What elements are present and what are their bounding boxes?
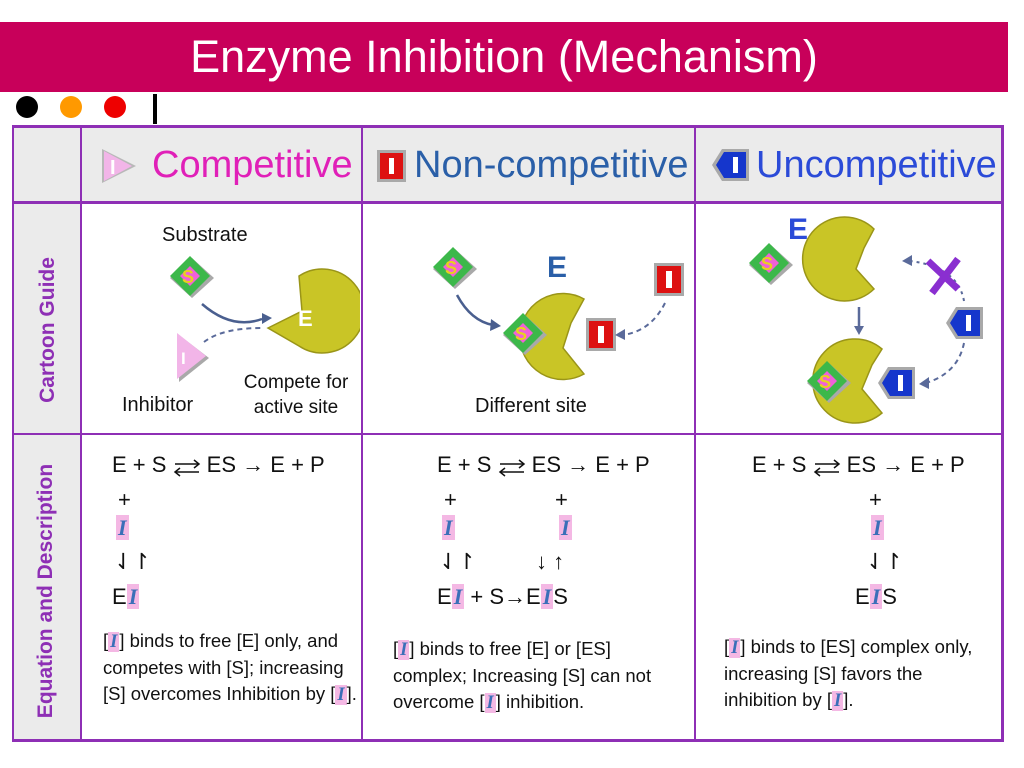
row-label-equation: Equation and Description [34, 463, 57, 719]
header-uncompetitive: Uncompetitive [756, 144, 997, 186]
row-label-cartoon: Cartoon Guide [36, 257, 59, 403]
inhibitor-shape [177, 333, 206, 379]
column-header-shade [81, 127, 1002, 201]
grid-line [12, 201, 1003, 204]
noncompetitive-inhibitor-symbol: I [442, 515, 455, 540]
competitive-ei-complex: EI [112, 584, 140, 609]
svg-text:S: S [182, 267, 194, 287]
grid-line [12, 739, 1003, 742]
svg-text:S: S [819, 372, 831, 392]
compete-label: Compete for active site [243, 372, 349, 418]
svg-text:S: S [515, 324, 527, 344]
competitive-binding-arrows: ⇃↾ [114, 549, 151, 574]
uncompetitive-description: [I] binds to [ES] complex only, increasi… [724, 636, 973, 711]
equilibrium-icon [498, 456, 526, 477]
grid-line [12, 433, 1003, 435]
inhibitor-label: Inhibitor [122, 394, 194, 416]
uncompetitive-binding-arrows: ⇃↾ [866, 549, 903, 574]
svg-text:I: I [181, 349, 186, 368]
substrate-label: Substrate [162, 224, 248, 246]
uncompetitive-complex: EIS [855, 584, 897, 609]
grid-line [12, 125, 14, 742]
noncompetitive-plus: + [444, 487, 457, 512]
noncompetitive-plus-es: + [555, 487, 568, 512]
grid-line [12, 125, 1003, 128]
grid-line [80, 125, 82, 742]
different-site-label: Different site [475, 395, 587, 417]
noncompetitive-equation: E + S ES → E + P [437, 452, 650, 477]
uncompetitive-cartoon: E S S [749, 213, 983, 424]
grid-line [1001, 125, 1004, 742]
competitive-plus: + [118, 487, 131, 512]
grid-line [694, 125, 696, 742]
equilibrium-icon [813, 456, 841, 477]
noncompetitive-cartoon: S E S [433, 247, 684, 381]
noncompetitive-description: [I] binds to free [E] or [ES] complex; I… [393, 638, 652, 713]
uncompetitive-inhibitor-icon [712, 149, 749, 181]
noncompetitive-complex: EI + S→EIS [437, 584, 568, 609]
divider-bar [153, 94, 157, 124]
svg-text:S: S [445, 258, 457, 278]
enzyme-shape [801, 216, 876, 302]
svg-text:I: I [110, 157, 116, 179]
noncompetitive-inhibitor-icon [377, 150, 406, 182]
svg-text:E: E [298, 306, 313, 331]
competitive-equation: E + S ES → E + P [112, 452, 325, 477]
enzyme-shape [266, 268, 360, 354]
uncompetitive-inhibitor-symbol: I [871, 515, 884, 540]
svg-text:S: S [761, 254, 773, 274]
competitive-inhibitor-icon: I [102, 149, 136, 183]
grid-line [361, 125, 363, 742]
red-dot-icon [104, 96, 126, 118]
uncompetitive-plus: + [869, 487, 882, 512]
noncompetitive-binding-arrows: ⇃↾ [439, 549, 476, 574]
svg-text:E: E [547, 251, 567, 284]
noncompetitive-binding-arrows-es: ↓ ↑ [536, 549, 565, 574]
competitive-inhibitor-symbol: I [116, 515, 129, 540]
slide-title: Enzyme Inhibition (Mechanism) [190, 31, 818, 82]
header-noncompetitive: Non-competitive [414, 144, 689, 186]
header-competitive: Competitive [152, 144, 353, 186]
equilibrium-icon [173, 456, 201, 477]
orange-dot-icon [60, 96, 82, 118]
title-bar [0, 22, 1008, 92]
competitive-cartoon: S E I [170, 256, 360, 382]
svg-text:E: E [788, 213, 808, 246]
uncompetitive-equation: E + S ES → E + P [752, 452, 965, 477]
noncompetitive-inhibitor-symbol-es: I [559, 515, 572, 540]
black-dot-icon [16, 96, 38, 118]
competitive-description: [I] binds to free [E] only, and competes… [103, 630, 357, 705]
